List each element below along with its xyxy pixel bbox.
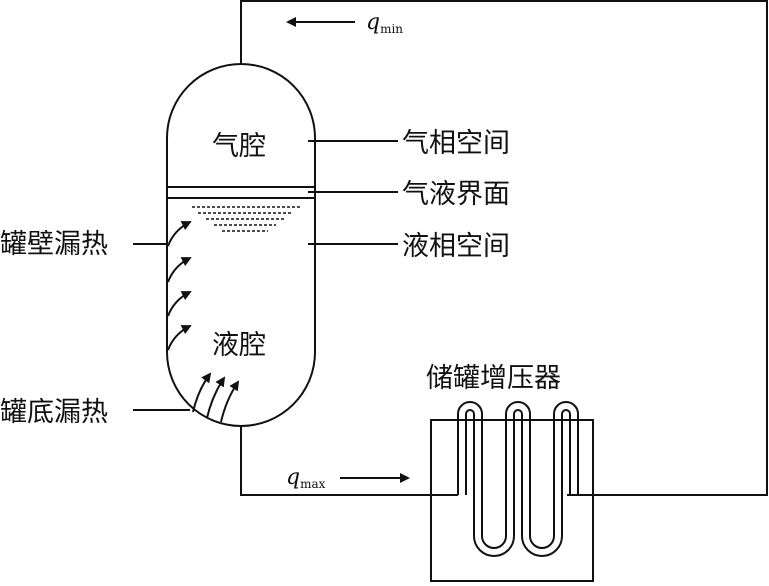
interface-label: 气液界面 [402,179,510,210]
return-pipe [240,0,768,496]
qmin-label: qmin [366,10,403,36]
qmax-label: qmax [286,465,326,491]
supply-pipe [240,426,458,496]
wall-leak-label: 罐壁漏热 [0,229,108,260]
bottom-heat-arrows [192,372,240,423]
pressurizer-coil [457,401,579,557]
gas-space-label: 气相空间 [402,128,510,159]
evaporation-marks [192,206,302,232]
tank-vessel [166,63,316,427]
liquid-space-label: 液相空间 [402,231,510,262]
liquid-cavity-label: 液腔 [212,330,266,361]
pressurizer-box [430,419,594,582]
gas-cavity-label: 气腔 [212,131,266,162]
wall-heat-arrows [167,221,192,351]
pressurizer-label: 储罐增压器 [426,363,561,394]
interface-band [166,186,316,199]
bottom-leak-label: 罐底漏热 [0,397,108,428]
